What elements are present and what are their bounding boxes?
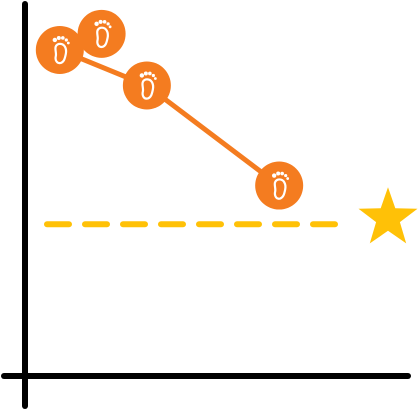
data-point [77, 9, 126, 58]
data-point-marker [255, 161, 304, 210]
data-point [35, 25, 84, 74]
target-layer [44, 187, 418, 244]
series-line-segment [144, 82, 282, 189]
footprint-icon [52, 35, 70, 65]
data-point [122, 61, 171, 110]
axes [1, 1, 411, 409]
star-icon [358, 187, 418, 244]
data-point [255, 161, 304, 210]
data-point-marker [35, 25, 84, 74]
series-layer [35, 9, 304, 210]
data-point-marker [122, 61, 171, 110]
footprint-icon [271, 171, 290, 200]
data-point-marker [77, 9, 126, 58]
footprint-icon [94, 19, 112, 49]
footprint-icon [139, 71, 157, 100]
